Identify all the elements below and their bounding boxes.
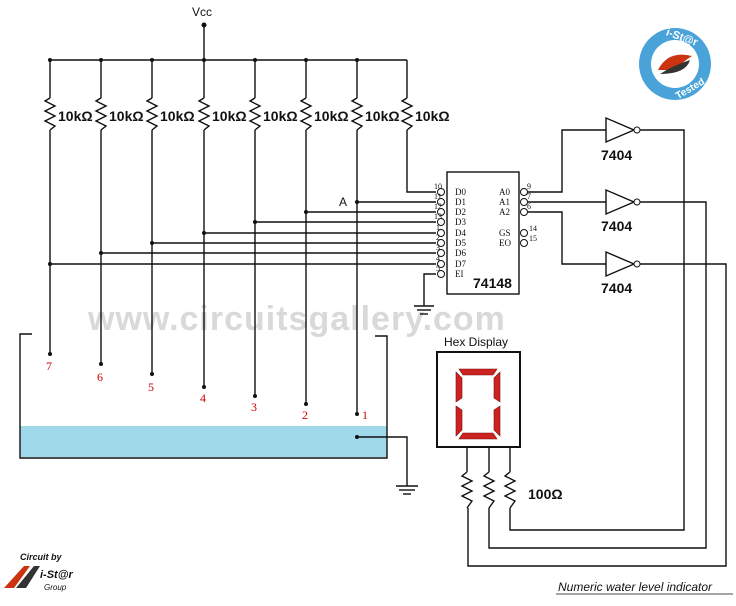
- svg-text:5: 5: [436, 264, 440, 273]
- svg-text:14: 14: [529, 224, 537, 233]
- resistor-3: 10kΩ: [145, 58, 195, 131]
- inverter-3: 7404: [601, 250, 641, 296]
- svg-text:D1: D1: [455, 197, 466, 207]
- encoder-inputs: 10 11 12 13 1 2 3 4 5 D0 D1 D2 D3 D4 D5 …: [434, 182, 466, 279]
- resistor-8: 10kΩ: [400, 60, 450, 131]
- svg-text:10: 10: [434, 182, 442, 191]
- svg-text:A2: A2: [499, 207, 510, 217]
- encoder-name: 74148: [473, 275, 512, 291]
- logo-mark-icon: [4, 566, 30, 588]
- svg-text:D6: D6: [455, 248, 466, 258]
- digit-zero-segments: [455, 368, 501, 440]
- svg-text:13: 13: [434, 212, 442, 221]
- svg-text:4: 4: [436, 254, 440, 263]
- vcc-supply: Vcc: [50, 5, 407, 61]
- svg-text:2: 2: [436, 233, 440, 242]
- circuit-by-logo: Circuit by i-St@r Group: [4, 552, 73, 592]
- svg-text:1: 1: [436, 223, 440, 232]
- svg-text:7: 7: [527, 192, 531, 201]
- svg-text:12: 12: [434, 202, 442, 211]
- probe-5-label: 5: [148, 380, 154, 394]
- svg-text:7404: 7404: [601, 147, 632, 163]
- probe-wires: 7 6 5 4 3 2 1: [46, 130, 368, 422]
- inverter-2: 7404: [601, 188, 641, 234]
- resistor-7-label: 10kΩ: [365, 108, 400, 124]
- resistor-1-label: 10kΩ: [58, 108, 93, 124]
- logo-line1: Circuit by: [20, 552, 63, 562]
- probe-7-label: 7: [46, 359, 52, 373]
- water-tank: [19, 333, 418, 495]
- node-a-label: A: [339, 195, 347, 209]
- svg-text:7404: 7404: [601, 218, 632, 234]
- logo-line2: i-St@r: [40, 569, 73, 581]
- resistor-2-label: 10kΩ: [109, 108, 144, 124]
- svg-text:D3: D3: [455, 217, 466, 227]
- resistor-6-label: 10kΩ: [314, 108, 349, 124]
- resistor-7: 10kΩ: [350, 58, 400, 131]
- svg-text:GS: GS: [499, 228, 511, 238]
- inverter-input-wires: [528, 129, 606, 265]
- probe-3-label: 3: [251, 400, 257, 414]
- probe-2-label: 2: [302, 408, 308, 422]
- svg-text:EI: EI: [455, 269, 464, 279]
- hex-display: Hex Display: [436, 335, 521, 472]
- inverter-1: 7404: [601, 116, 641, 163]
- probe-4-label: 4: [200, 391, 206, 405]
- water-fill: [20, 426, 387, 457]
- resistor-8-label: 10kΩ: [415, 108, 450, 124]
- svg-text:D7: D7: [455, 259, 466, 269]
- resistor-5-label: 10kΩ: [263, 108, 298, 124]
- resistor-4-label: 10kΩ: [212, 108, 247, 124]
- svg-text:7404: 7404: [601, 280, 632, 296]
- resistor-6: 10kΩ: [299, 58, 349, 131]
- svg-text:3: 3: [436, 243, 440, 252]
- series-resistors: 100Ω: [460, 471, 563, 509]
- logo-line3: Group: [44, 583, 67, 592]
- svg-text:D5: D5: [455, 238, 466, 248]
- svg-text:11: 11: [434, 192, 442, 201]
- svg-text:EO: EO: [499, 238, 511, 248]
- resistor-2: 10kΩ: [94, 58, 144, 131]
- resistor-3-label: 10kΩ: [160, 108, 195, 124]
- svg-text:D0: D0: [455, 187, 466, 197]
- svg-text:6: 6: [527, 202, 531, 211]
- resistor-4: 10kΩ: [197, 58, 247, 131]
- pullup-resistors: 10kΩ 10kΩ 10kΩ 10kΩ 10kΩ: [43, 58, 450, 131]
- svg-text:D2: D2: [455, 207, 466, 217]
- svg-text:D4: D4: [455, 228, 466, 238]
- svg-text:15: 15: [529, 234, 537, 243]
- watermark-text: www.circuitsgallery.com: [87, 300, 506, 338]
- encoder-outputs: A0 A1 A2 GS EO 9 7 6 14 15: [499, 182, 537, 248]
- encoder-input-wires: A: [48, 130, 436, 315]
- probe-6-label: 6: [97, 370, 103, 384]
- hex-display-title: Hex Display: [444, 335, 508, 349]
- display-return-wires: [467, 129, 727, 567]
- series-resistor-label: 100Ω: [528, 486, 563, 502]
- svg-text:A0: A0: [499, 187, 510, 197]
- encoder-ic-74148: 10 11 12 13 1 2 3 4 5 D0 D1 D2 D3 D4 D5 …: [434, 171, 537, 295]
- svg-text:9: 9: [527, 182, 531, 191]
- svg-text:A1: A1: [499, 197, 510, 207]
- caption: Numeric water level indicator: [558, 580, 713, 594]
- vcc-label: Vcc: [192, 5, 212, 19]
- probe-1-label: 1: [362, 408, 368, 422]
- resistor-5: 10kΩ: [248, 58, 298, 131]
- i-star-tested-badge: i-St@r Tested: [639, 26, 711, 102]
- resistor-1: 10kΩ: [43, 58, 93, 131]
